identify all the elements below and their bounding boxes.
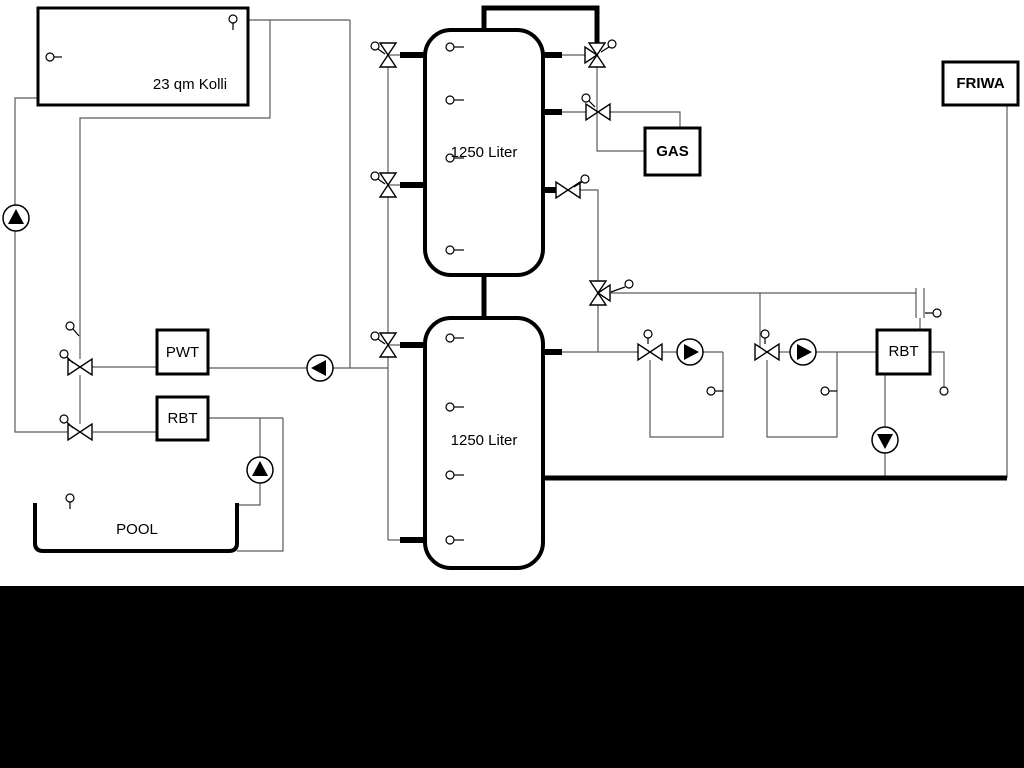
actuator-valve-hc1 [643, 329, 653, 344]
valve-tank1-mid-left [378, 172, 398, 198]
bottom-black-panel [0, 586, 1024, 768]
pipe-v5l-gas-top [610, 111, 681, 130]
actuator-valve-tank1-top-right [600, 39, 617, 53]
valve-heating-circuit-2 [754, 342, 780, 362]
pump-heating-circuit-2 [789, 338, 817, 366]
pump-solar [2, 204, 30, 232]
tank1-label: 1250 Liter [450, 144, 518, 161]
sensor-pwt-line [65, 321, 80, 337]
actuator-valve-tank2-left [370, 331, 386, 345]
sensor-rbt-right-out [939, 386, 949, 396]
valve-tank1-top-right [584, 42, 607, 68]
pipe-hc1-loop [649, 352, 724, 438]
valve-tank1-lower-right [555, 180, 581, 200]
pump-heating-circuit-1 [676, 338, 704, 366]
friwa-box [941, 60, 1020, 107]
schematic-canvas [2, 5, 1020, 570]
sensor-collector-top [228, 14, 238, 30]
equipment-boxes [36, 6, 1020, 570]
sensor-pool [65, 493, 75, 509]
pipe-left-riser [14, 97, 68, 433]
pump-pwt-loading [306, 354, 334, 382]
valve-tank2-left [378, 332, 398, 358]
rbt-right-label: RBT [888, 343, 919, 360]
sensor-tank1-1 [445, 42, 464, 52]
collector-label: 23 qm Kolli [152, 76, 228, 93]
valve-solar-pwt [67, 357, 93, 377]
sensors [45, 14, 949, 545]
sensor-heating-circuit-1 [706, 386, 723, 396]
pumps [2, 204, 899, 484]
pipes-thick [400, 5, 1007, 543]
sensor-tank1-4 [445, 245, 464, 255]
rbt-left-label: RBT [167, 410, 198, 427]
actuator-valve-distributor [610, 279, 634, 293]
pump-pool [246, 456, 274, 484]
actuator-valve-tank1-top-left [370, 41, 386, 55]
pipe-hc2-loop [766, 352, 838, 438]
pwt-box [155, 328, 210, 376]
pipe-v5-down [580, 189, 599, 281]
pipes-thin [14, 19, 1008, 552]
actuator-valve-solar-rbt [59, 414, 74, 429]
valve-distributor-threeway [588, 280, 611, 306]
actuator-valve-tank1-lower-right [573, 174, 590, 188]
rbt-right-box [875, 328, 932, 376]
pipe-rbt-right-out [930, 351, 945, 387]
valve-solar-rbt [67, 422, 93, 442]
sensor-tank2-3 [445, 470, 464, 480]
pipe-tank1-top-hot [481, 5, 600, 43]
actuator-valve-gas-supply [581, 93, 596, 108]
sensor-tank2-4 [445, 535, 464, 545]
pipe-pool-return [237, 418, 284, 552]
actuator-valve-hc2 [760, 329, 770, 344]
sensor-tank2-2 [445, 402, 464, 412]
gas-boiler-box [643, 126, 702, 177]
sensor-collector-left [45, 52, 62, 62]
actuator-valve-tank1-mid-left [370, 171, 386, 185]
valve-heating-circuit-1 [637, 342, 663, 362]
friwa-label: FRIWA [956, 75, 1005, 92]
sensor-rbt-right-top [925, 308, 942, 318]
sensor-tank1-3 [445, 153, 464, 163]
pwt-label: PWT [165, 344, 200, 361]
collector-box [36, 6, 250, 107]
pump-rbt-right [871, 426, 899, 454]
pool-basin [33, 503, 239, 553]
sensor-tank1-2 [445, 95, 464, 105]
pipe-v4-gas-left [596, 67, 645, 152]
pipe-collector-return [79, 20, 271, 359]
sensor-tank2-1 [445, 333, 464, 343]
actuator-valve-solar-pwt [59, 349, 74, 364]
gas-label: GAS [656, 143, 689, 160]
valves [67, 42, 780, 442]
pool-label: POOL [116, 521, 158, 538]
sensor-heating-circuit-2 [820, 386, 837, 396]
valve-tank1-top-left [378, 42, 398, 68]
rbt-left-box [155, 395, 210, 442]
tank2-label: 1250 Liter [450, 432, 518, 449]
valve-gas-supply [585, 102, 611, 122]
pipe-pool-pump-bottom [237, 483, 261, 506]
